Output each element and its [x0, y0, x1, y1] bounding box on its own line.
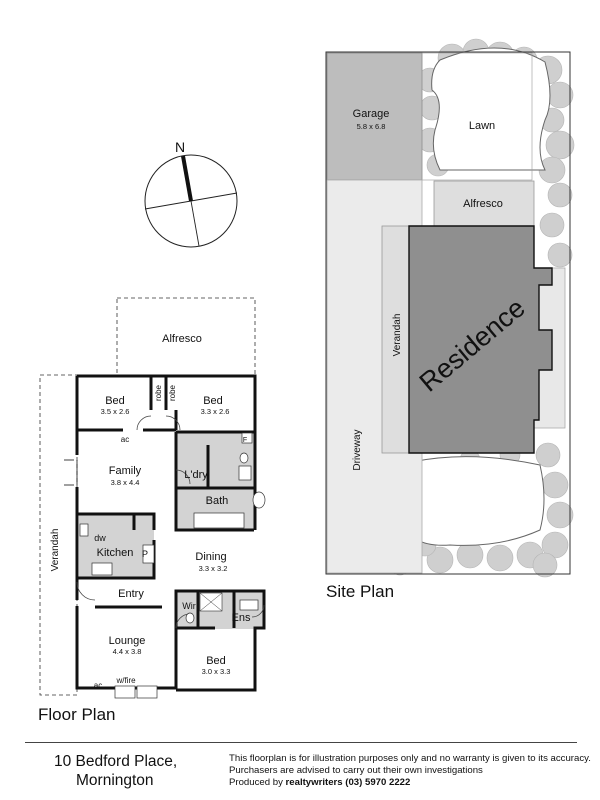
floor-plan-title: Floor Plan	[38, 705, 116, 724]
site-plan-title: Site Plan	[326, 582, 395, 601]
family-label: Family	[109, 465, 142, 477]
produced-by-phone: (03) 5970 2222	[345, 777, 411, 788]
site-verandah-label: Verandah	[392, 314, 403, 357]
site-lawn-label: Lawn	[469, 120, 495, 132]
robe-label-2: robe	[168, 384, 177, 401]
verandah-label: Verandah	[50, 529, 61, 572]
address-line-1: 10 Bedford Place,	[54, 753, 178, 770]
wir-label: Wir	[182, 601, 196, 611]
site-residence	[408, 225, 553, 454]
site-garage-dims: 5.8 x 6.8	[357, 122, 386, 131]
bed2-dims: 3.3 x 2.6	[201, 407, 230, 416]
walls	[75, 374, 266, 692]
bed1-dims: 3.5 x 2.6	[101, 407, 130, 416]
wfire-label: w/fire	[115, 676, 136, 685]
bath-label: Bath	[206, 495, 229, 507]
bed3-label: Bed	[206, 655, 226, 667]
alfresco-label: Alfresco	[162, 333, 202, 345]
ac-label-1: ac	[121, 435, 129, 444]
bed2-label: Bed	[203, 395, 223, 407]
lounge-label: Lounge	[109, 635, 146, 647]
fixtures	[79, 432, 266, 699]
alfresco-outline	[116, 297, 256, 377]
footer-divider	[25, 742, 577, 743]
pantry-label: P	[142, 549, 148, 559]
fridge-label: F	[243, 437, 247, 444]
property-address: 10 Bedford Place, Mornington	[54, 752, 177, 790]
floor-plan: Alfresco Bed 3.5 x 2.6 Bed 3.3 x 2.6 Fam…	[39, 297, 266, 699]
dw-label: dw	[94, 533, 106, 543]
dining-dims: 3.3 x 3.2	[199, 564, 228, 573]
kitchen-fill	[79, 514, 154, 578]
disclaimer-line-1: This floorplan is for illustration purpo…	[229, 753, 591, 764]
lounge-dims: 4.4 x 3.8	[113, 647, 142, 656]
disclaimer-line-2: Purchasers are advised to carry out thei…	[229, 765, 483, 776]
compass: N	[144, 139, 238, 248]
site-alfresco-label: Alfresco	[463, 198, 503, 210]
produced-by-prefix: Produced by	[229, 777, 283, 788]
footer: 10 Bedford Place, Mornington This floorp…	[0, 742, 600, 800]
produced-by: Produced by realtywriters (03) 5970 2222	[229, 777, 591, 789]
dining-label: Dining	[195, 551, 226, 563]
robe-label-1: robe	[154, 384, 163, 401]
laundry-label: L'dry	[184, 469, 208, 481]
family-dims: 3.8 x 4.4	[111, 478, 140, 487]
ensuite-label: Ens	[232, 612, 251, 624]
ac-label-2: ac	[94, 681, 102, 690]
site-garage	[326, 52, 423, 181]
site-driveway-label: Driveway	[352, 429, 363, 470]
compass-north-label: N	[175, 139, 185, 155]
site-garage-label: Garage	[353, 108, 390, 120]
bed1-label: Bed	[105, 395, 125, 407]
address-line-2: Mornington	[76, 772, 154, 789]
disclaimer: This floorplan is for illustration purpo…	[229, 753, 591, 789]
windows	[64, 459, 78, 486]
bed3-dims: 3.0 x 3.3	[202, 667, 231, 676]
produced-by-name: realtywriters	[285, 777, 343, 788]
site-lawn	[421, 52, 533, 181]
kitchen-label: Kitchen	[97, 547, 134, 559]
site-verandah	[381, 225, 410, 454]
site-plan: Garage 5.8 x 6.8 Lawn Alfresco Verandah …	[325, 38, 575, 578]
entry-label: Entry	[118, 588, 144, 600]
site-alfresco	[433, 180, 535, 227]
